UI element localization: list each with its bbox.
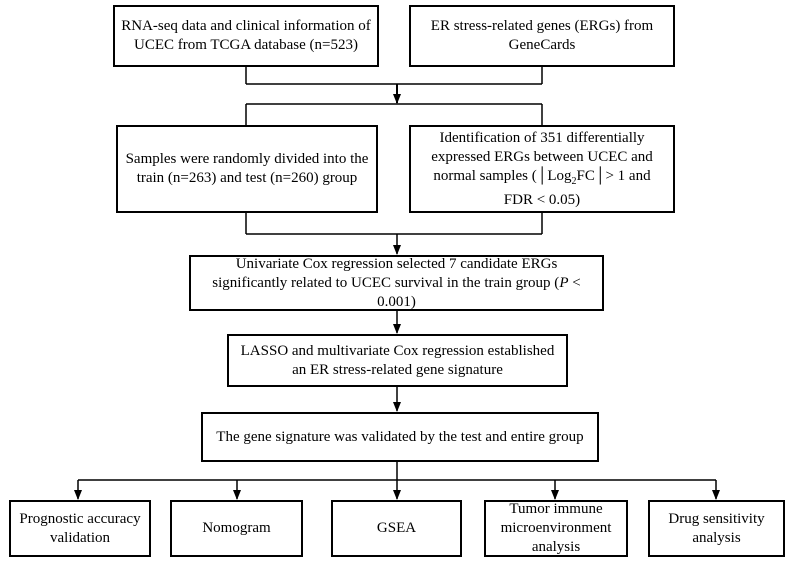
univariate-cox-box: Univariate Cox regression selected 7 can… (189, 255, 604, 311)
differential-ergs-text: Identification of 351 differentially exp… (417, 129, 667, 210)
sample-split-text: Samples were randomly divided into the t… (125, 151, 369, 186)
drug-sensitivity-box: Drug sensitivity analysis (648, 500, 785, 557)
drug-sensitivity-text: Drug sensitivity analysis (668, 510, 765, 546)
prognostic-accuracy-box: Prognostic accuracy validation (9, 500, 151, 557)
ergs-source-text: ER stress-related genes (ERGs) from Gene… (430, 18, 654, 53)
rnaseq-data-text: RNA-seq data and clinical information of… (121, 18, 371, 53)
p-value-symbol: P (559, 274, 569, 291)
prognostic-accuracy-text: Prognostic accuracy validation (19, 510, 141, 546)
univariate-cox-text: Univariate Cox regression selected 7 can… (197, 255, 596, 312)
univariate-cox-text-end: < 0.001) (377, 274, 581, 310)
gsea-box: GSEA (331, 500, 462, 557)
tumor-immune-text: Tumor immune microenvironment analysis (500, 501, 612, 555)
differential-ergs-text-end: FC│> 1 and FDR < 0.05) (503, 167, 651, 208)
log-subscript: 2 (571, 175, 577, 187)
gsea-text: GSEA (376, 520, 417, 536)
differential-ergs-text-main: Identification of 351 differentially exp… (431, 129, 653, 184)
tumor-immune-box: Tumor immune microenvironment analysis (484, 500, 628, 557)
rnaseq-data-box: RNA-seq data and clinical information of… (113, 5, 379, 67)
univariate-cox-text-main: Univariate Cox regression selected 7 can… (212, 255, 560, 291)
lasso-cox-box: LASSO and multivariate Cox regression es… (227, 334, 568, 387)
sample-split-box: Samples were randomly divided into the t… (116, 125, 378, 213)
lasso-cox-text: LASSO and multivariate Cox regression es… (240, 342, 555, 378)
nomogram-text: Nomogram (202, 520, 271, 536)
differential-ergs-box: Identification of 351 differentially exp… (409, 125, 675, 213)
signature-validation-text: The gene signature was validated by the … (216, 428, 584, 445)
signature-validation-box: The gene signature was validated by the … (201, 412, 599, 462)
nomogram-box: Nomogram (170, 500, 303, 557)
ergs-source-box: ER stress-related genes (ERGs) from Gene… (409, 5, 675, 67)
